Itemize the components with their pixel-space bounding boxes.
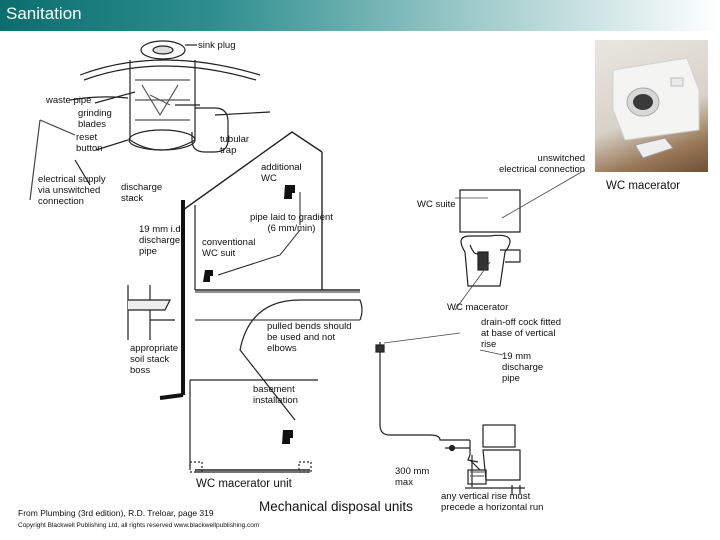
wc-suite-drawing (459, 189, 521, 287)
label-sink-plug: sink plug (198, 40, 236, 51)
basement-wc-icon (282, 430, 293, 444)
copyright-notice: Copyright Blackwell Publishing Ltd, all … (18, 522, 260, 529)
source-citation: From Plumbing (3rd edition), R.D. Treloa… (18, 508, 214, 518)
title-bar: Sanitation (0, 0, 720, 31)
label-discharge-19mm: 19 mm discharge pipe (502, 351, 544, 384)
page-title: Sanitation (6, 4, 82, 23)
waste-disposal-unit (29, 40, 271, 201)
label-discharge-stack: discharge stack (121, 182, 163, 204)
label-wc-macerator: WC macerator (447, 302, 509, 313)
label-wc-macerator-photo: WC macerator (606, 180, 681, 192)
label-pulled-bends: pulled bends should be used and not elbo… (267, 321, 352, 354)
label-wc-macerator-unit: WC macerator unit (196, 478, 292, 490)
label-grinding-blades: grinding blades (78, 108, 112, 130)
label-300mm-max: 300 mm max (395, 466, 430, 488)
label-basement: basement installation (253, 384, 298, 406)
label-discharge-pipe-19mm: 19 mm i.d. discharge pipe (139, 224, 184, 257)
label-wc-suite: WC suite (417, 199, 456, 210)
label-pipe-gradient: pipe laid to gradient (6 mm/min) (250, 212, 333, 234)
label-electrical-supply: electrical supply via unswitched connect… (38, 174, 106, 207)
label-vertical-rise: any vertical rise must precede a horizon… (441, 491, 544, 513)
stack-fitting (127, 285, 175, 340)
house-section (159, 131, 363, 473)
macerator-photo (595, 40, 708, 172)
label-unswitched-connection: unswitched electrical connection (499, 153, 586, 175)
label-appropriate-stack: appropriate soil stack boss (130, 343, 179, 376)
label-waste-pipe: waste pipe (46, 95, 92, 106)
label-additional-wc: additional WC (261, 162, 302, 184)
conventional-wc-icon (203, 270, 213, 282)
label-drain-off-cock: drain-off cock fitted at base of vertica… (481, 317, 562, 350)
macerator-run (375, 342, 525, 495)
label-mechanical-disposal-units: Mechanical disposal units (259, 499, 413, 514)
label-reset-button: reset button (76, 132, 103, 154)
label-tubular-trap: tubular trap (220, 134, 250, 156)
label-conventional-wc: conventional WC suit (202, 237, 256, 259)
additional-wc-icon (284, 185, 295, 199)
